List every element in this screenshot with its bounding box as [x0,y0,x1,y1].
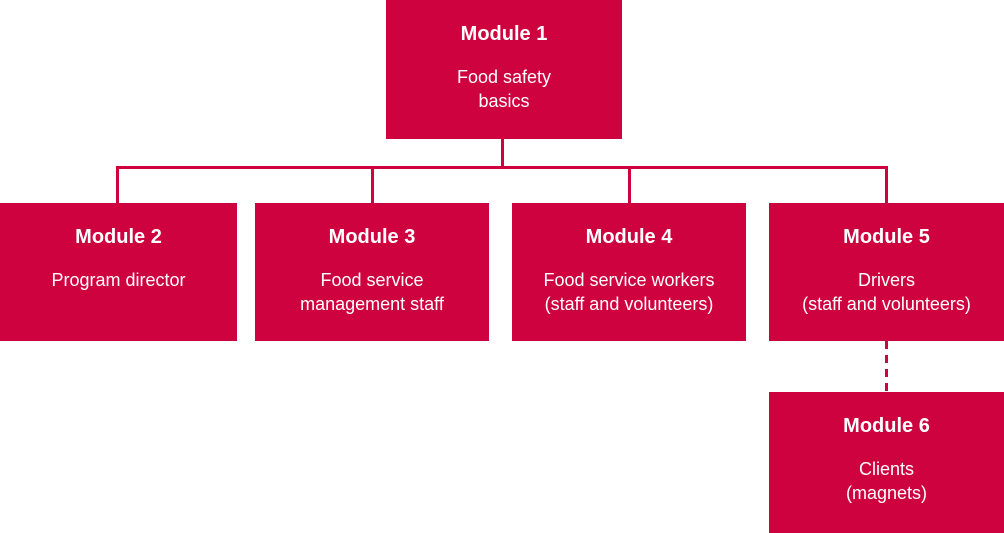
module-3-title: Module 3 [328,226,416,248]
module-1-box: Module 1 Food safety basics [386,0,622,139]
module-4-box: Module 4 Food service workers (staff and… [512,203,746,341]
connector-stub-module2 [116,166,119,203]
module-5-box: Module 5 Drivers (staff and volunteers) [769,203,1004,341]
module-6-subtitle: Clients (magnets) [845,459,928,503]
module-4-subtitle: Food service workers (staff and voluntee… [543,270,715,314]
module-6-box: Module 6 Clients (magnets) [769,392,1004,533]
module-2-subtitle: Program director [51,270,186,290]
module-1-subtitle: Food safety basics [456,67,552,111]
module-1-title: Module 1 [460,23,548,45]
module-5-subtitle: Drivers (staff and volunteers) [802,270,971,314]
module-2-title: Module 2 [75,226,162,248]
module-6-title: Module 6 [843,415,930,437]
connector-dashed-module5-module6 [885,341,888,392]
module-3-box: Module 3 Food service management staff [255,203,489,341]
module-4-title: Module 4 [585,226,673,248]
connector-stub-module3 [371,166,374,203]
module-2-box: Module 2 Program director [0,203,237,341]
connector-horizontal-bus [116,166,888,169]
connector-module1-down [501,139,504,167]
connector-stub-module4 [628,166,631,203]
connector-stub-module5 [885,166,888,203]
module-3-subtitle: Food service management staff [300,270,444,314]
module-5-title: Module 5 [843,226,930,248]
